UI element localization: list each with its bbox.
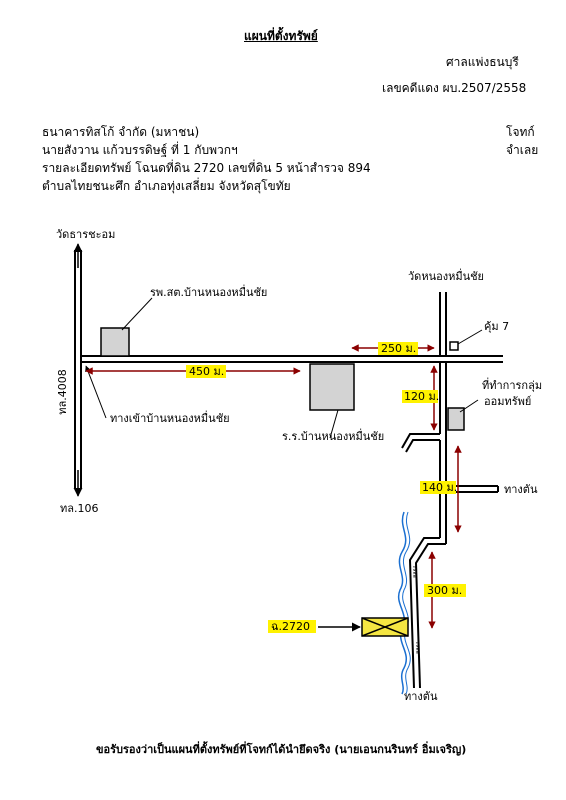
road-to-temple bbox=[439, 292, 447, 356]
road-south bbox=[401, 362, 499, 689]
property-location: ตำบลไทยชนะศึก อำเภอทุ่งเสลี่ยม จังหวัดสุ… bbox=[42, 179, 291, 193]
d120-highlight bbox=[402, 390, 438, 403]
court-name: ศาลแพ่งธนบุรี bbox=[446, 55, 519, 69]
label-khum7: คุ้ม 7 bbox=[484, 320, 509, 333]
distance-250: 250 ม. bbox=[381, 342, 416, 355]
label-group-office-2: ออมทรัพย์ bbox=[484, 395, 531, 408]
label-temple-right: วัดหนองหมื่นชัย bbox=[408, 268, 484, 283]
highway-left bbox=[73, 243, 83, 497]
group-office-building bbox=[447, 407, 465, 431]
case-number: เลขคดีแดง ผบ.2507/2558 bbox=[382, 81, 527, 95]
label-village-entrance: ทางเข้าบ้านหนองหมื่นชัย bbox=[110, 410, 230, 425]
distance-450: 450 ม. bbox=[189, 365, 224, 378]
plot-2720 bbox=[318, 617, 409, 637]
main-road bbox=[81, 355, 503, 363]
plot-label-highlight bbox=[268, 620, 316, 633]
label-road-4008: ทล.4008 bbox=[56, 369, 69, 414]
d300-highlight bbox=[424, 584, 466, 597]
leader-lines bbox=[85, 297, 483, 439]
label-group-office-1: ที่ทำการกลุ่ม bbox=[482, 377, 542, 392]
label-canal-2: คลอง bbox=[415, 642, 421, 654]
property-detail: รายละเอียดทรัพย์ โฉนดที่ดิน 2720 เลขที่ด… bbox=[42, 161, 371, 175]
page-title: แผนที่ตั้งทรัพย์ bbox=[244, 29, 318, 43]
distance-300: 300 ม. bbox=[427, 584, 462, 597]
distance-140: 140 ม. bbox=[422, 481, 457, 494]
certification-text: ขอรับรองว่าเป็นแผนที่ตั้งทรัพย์ที่โจทก์ไ… bbox=[96, 743, 467, 756]
label-canal-1: คลอง bbox=[412, 566, 418, 578]
label-top-left: วัดธารชะอม bbox=[56, 228, 115, 241]
d450-highlight bbox=[186, 365, 226, 378]
defendant-role: จำเลย bbox=[506, 143, 539, 157]
plaintiff-name: ธนาคารทิสโก้ จำกัด (มหาชน) bbox=[42, 125, 200, 139]
label-road-106: ทล.106 bbox=[60, 502, 98, 515]
plot-label: ฉ.2720 bbox=[271, 620, 310, 633]
label-school: ร.ร.บ้านหนองหมื่นชัย bbox=[282, 428, 384, 443]
d250-highlight bbox=[378, 342, 418, 355]
label-dead-end-1: ทางตัน bbox=[504, 483, 538, 496]
d140-highlight bbox=[420, 481, 456, 494]
label-health-center: รพ.สต.บ้านหนองหมื่นชัย bbox=[150, 284, 267, 299]
label-dead-end-2: ทางตัน bbox=[404, 690, 438, 703]
distance-120: 120 ม. bbox=[404, 390, 439, 403]
canal bbox=[397, 511, 411, 695]
health-center-building bbox=[100, 327, 130, 357]
school-building bbox=[309, 363, 355, 411]
plaintiff-role: โจทก์ bbox=[506, 125, 535, 139]
khum7-marker bbox=[449, 341, 459, 351]
defendant-name: นายสังวาน แก้วบรรดิษฐ์ ที่ 1 กับพวกฯ bbox=[42, 143, 238, 157]
